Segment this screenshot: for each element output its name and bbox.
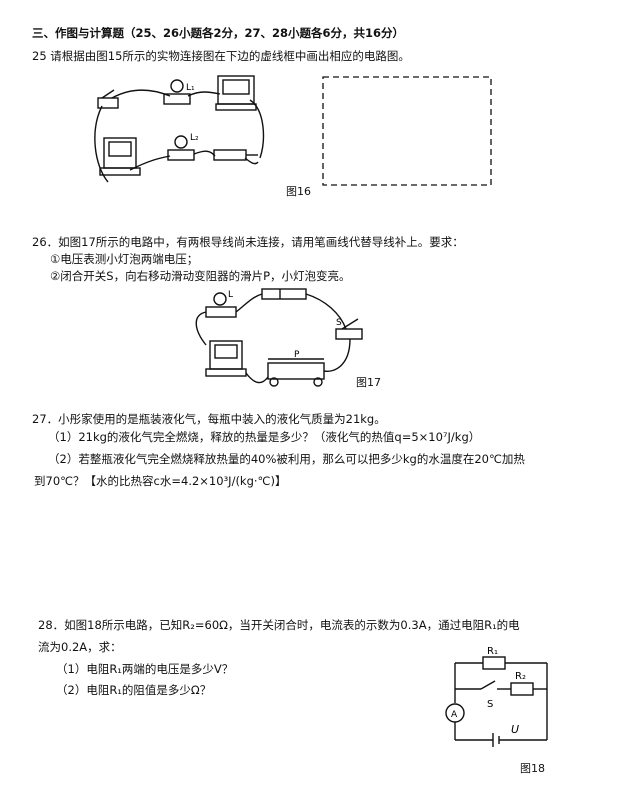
- q28-sub1: （1）电阻R₁两端的电压是多少V？: [56, 662, 234, 676]
- fig17-label: 图17: [356, 376, 381, 389]
- switch-label: S: [487, 699, 493, 710]
- l1-label: L₁: [186, 83, 195, 93]
- fig16-label: 图16: [286, 185, 311, 198]
- q27-sub1: （1）21kg的液化气完全燃烧，释放的热量是多少？（液化气的热值q=5×10⁷J…: [48, 430, 481, 444]
- fig18-label: 图18: [520, 762, 545, 775]
- q25-text: 25 请根据由图15所示的实物连接图在下边的虚线框中画出相应的电路图。: [32, 49, 410, 63]
- q27-sub2b: 到70℃？【水的比热容c水=4.2×10³J/(kg·℃)】: [34, 474, 287, 488]
- figure-18-circuit-diagram: R₁ R₂ S A U: [445, 646, 548, 747]
- s-label: S: [336, 318, 342, 328]
- l-label: L: [228, 290, 233, 300]
- p-label: P: [294, 350, 300, 360]
- voltage-label: U: [511, 723, 519, 736]
- r1-label: R₁: [487, 646, 498, 657]
- q26-req2: ②闭合开关S，向右移动滑动变阻器的滑片P，小灯泡变亮。: [50, 269, 351, 283]
- r2-label: R₂: [515, 671, 526, 682]
- section-title: 三、作图与计算题（25、26小题各2分，27、28小题各6分，共16分）: [32, 26, 405, 40]
- l2-label: L₂: [190, 133, 199, 143]
- q26-req1: ①电压表测小灯泡两端电压；: [50, 252, 199, 266]
- figure-16-real-circuit: L₁ L₂: [94, 75, 265, 183]
- q27-text: 27．小彤家使用的是瓶装液化气，每瓶中装入的液化气质量为21kg。: [32, 412, 386, 426]
- q28-text: 28．如图18所示电路，已知R₂=60Ω，当开关闭合时，电流表的示数为0.3A，…: [38, 618, 520, 632]
- answer-dashed-box: [322, 76, 492, 186]
- q28-sub2: （2）电阻R₁的阻值是多少Ω？: [56, 683, 212, 697]
- figure-17-circuit: L S P: [195, 288, 363, 387]
- ammeter-label: A: [451, 710, 458, 720]
- q26-text: 26．如图17所示的电路中，有两根导线尚未连接，请用笔画线代替导线补上。要求：: [32, 235, 464, 249]
- q28-text2: 流为0.2A，求：: [38, 640, 122, 654]
- q27-sub2: （2）若整瓶液化气完全燃烧释放热量的40%被利用，那么可以把多少kg的水温度在2…: [48, 452, 525, 466]
